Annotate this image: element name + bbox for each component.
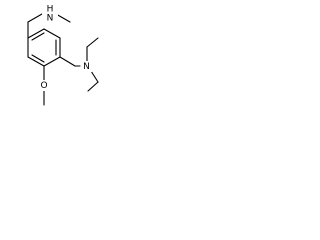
ring-bond-1	[27, 28, 45, 39]
structure-canvas: H N N O	[0, 0, 105, 118]
ring-double-bond-1	[31, 32, 45, 41]
methoxy-o-bg	[38, 80, 50, 91]
methoxy-group: O	[38, 65, 50, 106]
methoxy-o-label: O	[40, 81, 47, 91]
bond-ch2-to-n-top	[27, 13, 43, 23]
bond-ethyl-2-end	[87, 81, 99, 92]
methylaminomethyl-group: H N	[27, 4, 71, 39]
molecule-diagram: H N N O	[27, 4, 99, 106]
amine-right-n-label: N	[83, 62, 90, 72]
ring-bond-2	[43, 28, 61, 39]
benzene-ring	[27, 28, 61, 67]
bond-ethyl-1-end	[86, 37, 99, 48]
bond-n-to-ethyl-2	[90, 70, 99, 83]
bond-ring-to-ch2-right	[59, 56, 76, 67]
ring-bond-4	[43, 56, 61, 67]
amine-top-n-label: N	[47, 14, 54, 24]
amine-top-bg	[42, 4, 58, 22]
ring-double-bond-3	[31, 54, 45, 63]
diethylaminomethyl-group: N	[59, 37, 99, 92]
amine-right-bg	[81, 61, 92, 72]
ring-bond-5	[27, 56, 45, 67]
bond-n-top-to-methyl	[55, 13, 71, 23]
amine-top-h-label: H	[47, 5, 54, 15]
